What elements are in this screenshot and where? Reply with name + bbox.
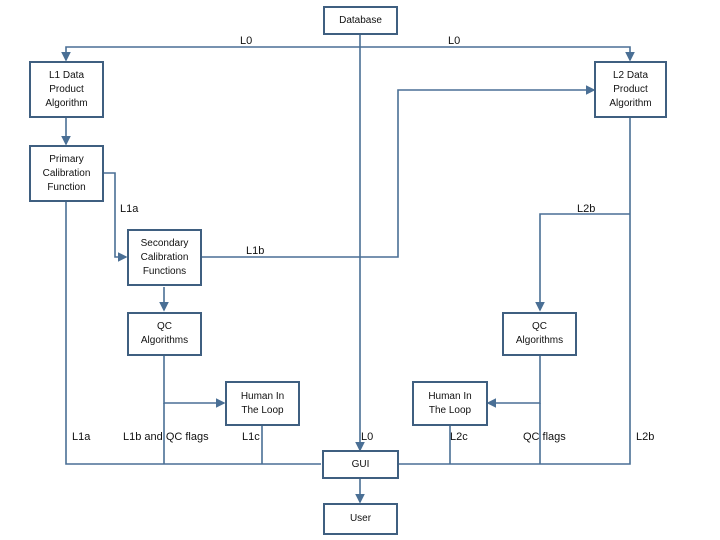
l2-algorithm-box: L2 Data Product Algorithm [594, 61, 667, 118]
human-in-loop-left-label: Human In The Loop [240, 390, 285, 416]
label-l0-bottom: L0 [361, 431, 374, 443]
human-in-loop-right-box: Human In The Loop [412, 381, 488, 426]
label-l1b-middle: L1b [246, 245, 265, 257]
label-l2c: L2c [450, 431, 468, 443]
gui-label: GUI [351, 458, 370, 470]
label-l1a-upper: L1a [120, 203, 139, 215]
label-l1a-bottom: L1a [72, 431, 91, 443]
label-l2b-upper: L2b [577, 203, 596, 215]
database-label: Database [339, 14, 382, 26]
user-label: User [349, 513, 372, 524]
gui-box: GUI [322, 450, 399, 479]
l1-algorithm-box: L1 Data Product Algorithm [29, 61, 104, 118]
qc-algorithms-right-label: QC Algorithms [515, 321, 564, 346]
line-qc-to-human-left [163, 356, 226, 408]
l2-algorithm-label: L2 Data Product Algorithm [609, 69, 652, 109]
qc-algorithms-left-box: QC Algorithms [127, 312, 202, 356]
primary-calibration-label: Primary Calibration Function [42, 153, 91, 193]
line-primary-to-secondary [103, 172, 128, 262]
label-l2b-bottom: L2b [636, 431, 655, 443]
label-l0-top-right: L0 [448, 35, 461, 47]
line-qc-to-human-right [486, 356, 541, 408]
label-qc-flags: QC flags [523, 431, 566, 443]
line-db-to-l1 [61, 46, 360, 62]
user-box: User [323, 503, 398, 535]
label-l0-top-left: L0 [240, 35, 253, 47]
qc-algorithms-right-box: QC Algorithms [502, 312, 577, 356]
label-l1c: L1c [242, 431, 260, 443]
line-primary-to-gui [65, 202, 321, 465]
human-in-loop-left-box: Human In The Loop [225, 381, 300, 426]
line-secondary-to-l2 [201, 85, 596, 258]
qc-algorithms-left-label: QC Algorithms [140, 321, 189, 346]
label-l1b-and-qc-flags: L1b and QC flags [123, 431, 209, 443]
database-box: Database [323, 6, 398, 35]
line-db-to-l2 [360, 46, 635, 62]
line-l2-down [399, 118, 631, 465]
human-in-loop-right-label: Human In The Loop [428, 390, 472, 416]
line-l2-to-qc-right [535, 213, 630, 312]
secondary-calibration-box: Secondary Calibration Functions [127, 229, 202, 286]
secondary-calibration-label: Secondary Calibration Functions [140, 237, 189, 277]
primary-calibration-box: Primary Calibration Function [29, 145, 104, 202]
l1-algorithm-label: L1 Data Product Algorithm [45, 69, 88, 109]
